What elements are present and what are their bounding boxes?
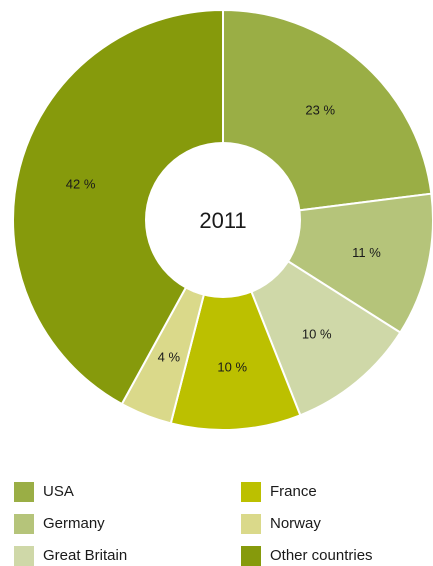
legend-swatch-germany	[14, 514, 34, 534]
center-year-label: 2011	[199, 208, 246, 233]
legend-label-norway: Norway	[270, 515, 321, 532]
slice-label-france: 10 %	[217, 360, 247, 375]
legend-item-france: France	[241, 482, 317, 502]
legend-label-great-britain: Great Britain	[43, 547, 128, 564]
legend-swatch-usa	[14, 482, 34, 502]
legend-item-other-countries: Other countries	[241, 546, 373, 566]
legend-swatch-norway	[241, 514, 261, 534]
legend-label-other-countries: Other countries	[270, 547, 373, 564]
slice-label-usa: 23 %	[305, 103, 335, 118]
slice-other-countries	[12, 8, 224, 406]
legend-label-germany: Germany	[43, 515, 105, 532]
legend-swatch-other-countries	[241, 546, 261, 566]
slice-label-great-britain: 10 %	[302, 326, 332, 341]
legend-swatch-great-britain	[14, 546, 34, 566]
slice-labels: 23 % 11 % 10 % 10 % 4 % 42 %	[66, 103, 381, 375]
legend-swatch-france	[241, 482, 261, 502]
donut-hole	[145, 142, 301, 298]
legend-label-france: France	[270, 483, 317, 500]
slice-france	[169, 216, 302, 431]
legend-item-usa: USA	[14, 482, 74, 502]
legend-item-norway: Norway	[241, 514, 321, 534]
legend-item-great-britain: Great Britain	[14, 546, 127, 566]
legend-item-germany: Germany	[14, 514, 105, 534]
slice-label-norway: 4 %	[158, 350, 181, 365]
donut-chart: 23 % 11 % 10 % 10 % 4 % 42 % 2011	[12, 8, 433, 431]
slice-label-germany: 11 %	[352, 245, 381, 260]
legend-label-usa: USA	[43, 483, 74, 500]
slice-label-other-countries: 42 %	[66, 176, 96, 191]
